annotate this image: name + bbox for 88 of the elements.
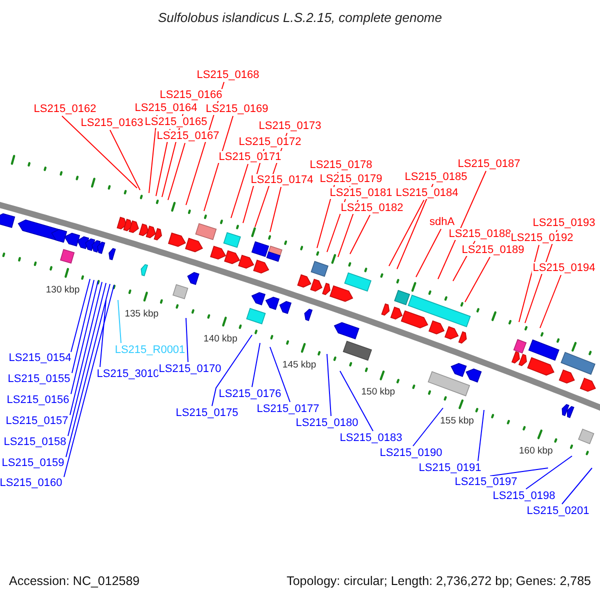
gene-label: LS215_0201 — [526, 505, 590, 517]
leader-line — [212, 334, 252, 406]
leader-line — [186, 318, 188, 362]
gene-label: LS215_0154 — [8, 352, 72, 364]
gene-label: sdhA — [428, 216, 456, 228]
scale-label: 140 kbp — [204, 333, 238, 344]
leader-line — [252, 342, 260, 388]
leader-line — [70, 280, 98, 394]
leader-line — [64, 284, 114, 478]
leader-line — [412, 408, 444, 446]
leader-line — [230, 164, 248, 218]
gene-label: LS215_0193 — [532, 217, 596, 229]
gene-label: LS215_0198 — [492, 490, 556, 502]
leader-line — [72, 280, 94, 374]
gene-label: LS215_0171 — [218, 151, 282, 163]
gene-label: LS215_0176 — [218, 388, 282, 400]
gene-label: LS215_0181 — [328, 187, 394, 199]
leader-line — [68, 282, 106, 436]
gene-label: LS215_0192 — [510, 232, 574, 244]
gene-label: LS215_R0001 — [114, 344, 186, 356]
gene-label: LS215_0197 — [454, 476, 518, 488]
title: Sulfolobus islandicus L.S.2.15, complete genome — [156, 10, 443, 25]
leader-line — [464, 256, 490, 302]
leader-line — [100, 300, 106, 368]
scale-label: 155 kbp — [440, 416, 474, 427]
gene-label: LS215_0159 — [0, 457, 66, 469]
leader-line — [388, 200, 424, 266]
leader-line — [340, 370, 374, 432]
leader-line — [540, 274, 562, 328]
leader-line — [526, 456, 572, 490]
leader-line — [168, 142, 186, 200]
gene-label: LS215_0177 — [256, 403, 320, 415]
gene-label: LS215_0190 — [378, 447, 444, 459]
gene-label: LS215_0173 — [258, 120, 322, 132]
footer-text: Accession: NC_012589 — [9, 574, 140, 588]
gene-label: LS215_0155 — [6, 373, 72, 385]
gene-label: LS215_0189 — [460, 244, 526, 256]
scale-label: 130 kbp — [46, 284, 80, 296]
gene-label: LS215_0170 — [158, 363, 222, 375]
gene-label: LS215_0163 — [80, 117, 144, 129]
gene-label: LS215_3010 — [96, 368, 160, 380]
leader-line — [438, 170, 486, 280]
gene-label: LS215_0194 — [532, 262, 596, 274]
gene-label: LS215_0174 — [250, 174, 314, 186]
gene-label: LS215_0180 — [294, 417, 360, 429]
gene-label: LS215_0184 — [394, 187, 460, 199]
leader-line — [110, 130, 140, 190]
gene-label: LS215_0183 — [338, 432, 404, 444]
gene-label: LS215_0162 — [32, 103, 98, 115]
gene-label: LS215_0188 — [448, 228, 512, 240]
gene-label: LS215_0185 — [404, 171, 468, 183]
leader-line — [326, 354, 332, 416]
leader-line — [70, 278, 90, 352]
gene-label: LS215_0178 — [308, 159, 374, 171]
leader-line — [270, 186, 282, 232]
leader-line — [478, 410, 484, 462]
leader-line — [270, 346, 290, 402]
gene-label: LS215_0165 — [144, 116, 208, 128]
scale-label: 160 kbp — [519, 446, 553, 457]
gene-label: LS215_0167 — [156, 130, 220, 142]
gene-label: LS215_0179 — [318, 173, 384, 185]
leader-line — [70, 282, 102, 416]
leader-line — [350, 214, 370, 254]
leader-line — [118, 300, 122, 344]
gene-label: LS215_0166 — [158, 89, 224, 101]
leader-line — [396, 184, 434, 270]
leader-line — [490, 468, 548, 476]
leader-line — [66, 284, 110, 458]
gene-label: LS215_0158 — [2, 436, 68, 448]
gene-label: LS215_0160 — [0, 477, 64, 489]
scale-label: 150 kbp — [361, 386, 396, 398]
gene-label: LS215_0175 — [174, 407, 240, 419]
gene-label: LS215_0182 — [340, 202, 404, 214]
gene-label: LS215_0191 — [418, 462, 482, 474]
scale-label: 135 kbp — [124, 308, 159, 320]
scale-label: 145 kbp — [282, 359, 316, 370]
gene-label: LS215_0172 — [238, 136, 302, 148]
gene-label: LS215_0164 — [134, 102, 198, 114]
footer-text: Topology: circular; Length: 2,736,272 bp; Genes: 2,785 — [286, 574, 591, 588]
gene-label: LS215_0156 — [6, 394, 70, 406]
leader-line — [204, 116, 234, 212]
leader-line — [416, 228, 442, 278]
leader-line — [62, 116, 138, 188]
leader-line — [562, 468, 592, 504]
gene-label: LS215_0169 — [204, 103, 270, 115]
gene-label: LS215_0157 — [4, 415, 70, 427]
gene-label: LS215_0187 — [456, 158, 522, 170]
gene-label: LS215_0168 — [196, 69, 260, 81]
